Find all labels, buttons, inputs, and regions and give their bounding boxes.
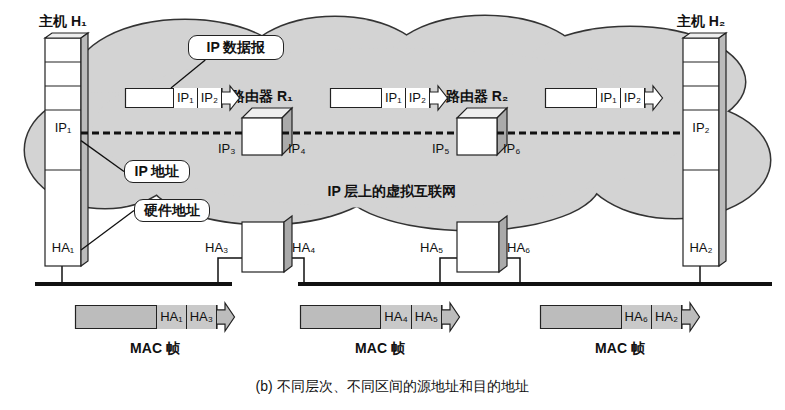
frame-outline [541,303,700,331]
hardware-address: HA₃ [205,240,228,255]
ip-address: IP₅ [432,141,450,156]
cloud-outline [25,16,770,230]
callout-text: IP 地址 [135,163,180,181]
ip-address: IP₃ [218,141,236,156]
router-name: 路由器 R₂ [446,88,508,106]
address-cell: HA₆ [621,305,651,329]
address-cell: IP₂ [620,88,645,108]
hardware-address: HA₂ [683,240,719,255]
frame-outline [546,86,663,110]
ip-datagram: IP₁IP₂ [545,88,663,108]
host-stack [45,33,726,266]
address-cell: IP₁ [596,88,620,108]
address-cell: HA₃ [186,305,217,329]
network-line [35,282,772,286]
mac-frame: HA₁HA₃ [75,305,235,329]
hardware-address: HA₄ [292,240,315,255]
ip-datagram: IP₁IP₂ [330,88,448,108]
router-box: 路由器 R₂ [457,118,497,155]
host-box: 主机 H₁IP₁HA₁ [45,38,81,266]
router-name: 路由器 R₁ [231,88,293,106]
frame-label: MAC 帧 [130,340,180,358]
frame-outline [331,86,448,110]
address-cell: IP₂ [197,88,222,108]
region-label: IP 层上的虚拟互联网 [328,183,457,201]
hardware-address: HA₆ [507,240,530,255]
leader-line [81,211,134,251]
address-cell: IP₂ [405,88,430,108]
router-symbol [242,108,507,272]
ip-layer-path [497,132,683,135]
callout-box: IP 地址 [124,160,190,183]
callout-box: 硬件地址 [134,199,210,222]
ip-address: IP₁ [45,120,81,135]
ip-datagram: IP₁IP₂ [125,88,240,108]
frame-outline [76,303,235,331]
leader-line [81,141,124,172]
callout-box: IP 数据报 [188,35,284,60]
frame-outline [126,86,240,110]
host-box: 主机 H₂IP₂HA₂ [683,38,719,266]
mac-frame: HA₆HA₂ [540,305,700,329]
mac-frame: HA₄HA₅ [300,305,460,329]
host-name: 主机 H₁ [39,13,87,31]
host-name: 主机 H₂ [677,13,725,31]
figure-caption: (b) 不同层次、不同区间的源地址和目的地址 [256,378,529,396]
ip-address: IP₄ [288,141,306,156]
ip-layer-path [81,132,242,135]
callout-text: 硬件地址 [144,202,200,220]
ip-layer-path [282,132,457,135]
address-cell: IP₁ [173,88,197,108]
address-cell: IP₁ [381,88,405,108]
cloud-fill [25,16,770,230]
frame-label: MAC 帧 [355,340,405,358]
ip-address: IP₂ [683,120,719,135]
hardware-address: HA₁ [45,240,81,255]
frame-label: MAC 帧 [595,340,645,358]
callout-text: IP 数据报 [207,39,266,57]
address-cell: HA₅ [411,305,442,329]
address-cell: HA₂ [651,305,682,329]
ip-address: IP₆ [503,141,521,156]
router-box: 路由器 R₁ [242,118,282,155]
hardware-address: HA₅ [420,240,443,255]
leader-line [171,60,205,88]
address-cell: HA₁ [156,305,185,329]
wire [62,258,700,283]
frame-outline [301,303,460,331]
address-cell: HA₄ [380,305,410,329]
